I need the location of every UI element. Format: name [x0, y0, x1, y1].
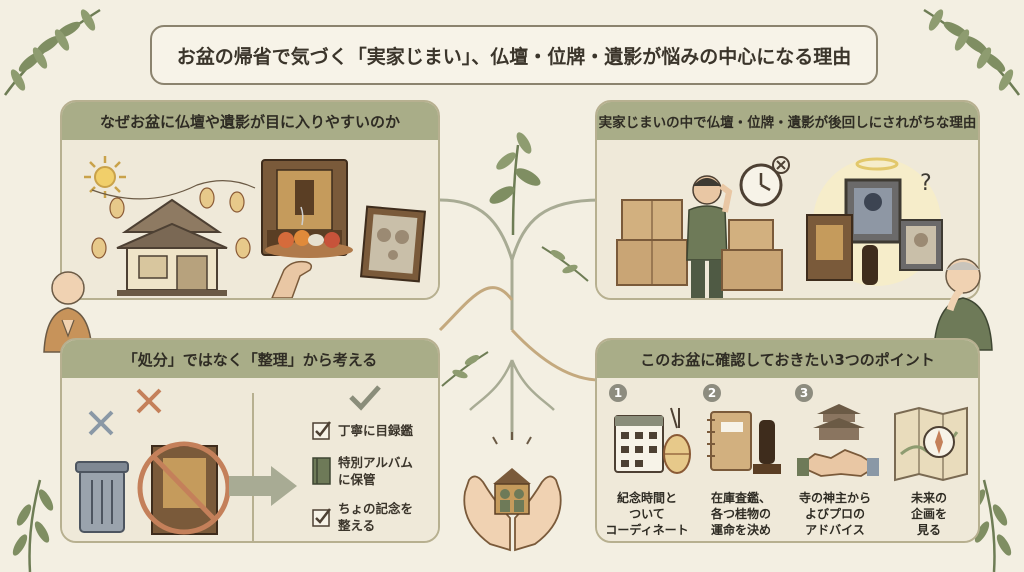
panel-header: このお盆に確認しておきたい3つのポイント	[597, 340, 978, 378]
temple-handshake-icon	[797, 404, 879, 477]
panel-illustration-area: 丁寧に目録鑑 特別アルバム に保管 ちょの記念を 整える	[62, 378, 438, 541]
calendar-lantern-icon	[614, 407, 691, 474]
leaf-branch-top-right-icon	[923, 8, 1021, 96]
checkbox-checked-icon	[312, 508, 331, 527]
point-label-2: 在庫査鑑、 各つ桂物の 運命を決め	[710, 491, 771, 537]
title-banner: お盆の帰省で気づく「実家じまい」、仏壇・位牌・遺影が悩みの中心になる理由	[150, 25, 878, 85]
glowing-altar-and-portraits-icon: ?	[806, 157, 943, 286]
panel-header: 実家じまいの中で仏壇・位牌・遺影が後回しにされがちな理由	[597, 102, 978, 140]
point-label-3: 寺の神主から よびプロの アドバイス	[798, 491, 871, 537]
family-portrait-icon	[360, 205, 426, 283]
panel-heading: 「処分」ではなく「整理」から考える	[122, 350, 378, 369]
clock-with-x-icon	[739, 156, 790, 207]
checkbox-checked-icon	[312, 421, 331, 440]
panel-illustration-area	[62, 140, 438, 298]
leaf-sprig-left-icon	[441, 351, 489, 387]
house-with-lanterns-icon	[91, 180, 256, 296]
panel-illustration-area: 1 2 3	[597, 378, 978, 541]
leaf-branch-bottom-left-icon	[12, 479, 54, 572]
album-book-icon	[312, 457, 331, 485]
checklist-label: 特別アルバム に保管	[338, 455, 413, 487]
panel-heading: このお盆に確認しておきたい3つのポイント	[640, 350, 935, 369]
checklist-label: 丁寧に目録鑑	[338, 422, 414, 438]
panel-header: 「処分」ではなく「整理」から考える	[62, 340, 438, 378]
grandfather-thinking-icon	[933, 258, 993, 351]
panel-organize: 「処分」ではなく「整理」から考える	[60, 338, 440, 543]
page-title: お盆の帰省で気づく「実家じまい」、仏壇・位牌・遺影が悩みの中心になる理由	[176, 45, 852, 68]
cardboard-boxes-icon	[616, 199, 688, 286]
sun-icon	[84, 156, 126, 198]
map-compass-icon	[894, 406, 968, 482]
man-troubled-icon	[686, 175, 733, 298]
praying-hand-icon	[271, 260, 313, 298]
panel-three-points: このお盆に確認しておきたい3つのポイント 1 2	[595, 338, 980, 543]
hands-holding-family-icon	[463, 432, 562, 552]
arrow-right-icon	[229, 466, 297, 506]
checklist-label: ちょの記念を 整える	[338, 501, 414, 533]
panel-header: なぜお盆に仏壇や遺影が目に入りやすいのか	[62, 102, 438, 140]
offering-fruit-icon	[265, 230, 353, 258]
prohibited-altar-icon	[137, 441, 231, 535]
checklist-item-1: 丁寧に目録鑑	[312, 420, 413, 440]
checklist-item-3: ちょの記念を 整える	[312, 500, 413, 534]
panel-illustration-area: ?	[597, 140, 978, 298]
notebook-ihai-icon	[707, 411, 781, 474]
panel-heading: 実家じまいの中で仏壇・位牌・遺影が後回しにされがちな理由	[598, 115, 977, 131]
point-label-4: 未来の 企画を 見る	[910, 491, 947, 537]
leaf-sprig-right-icon	[541, 246, 589, 282]
panel-why-visible: なぜお盆に仏壇や遺影が目に入りやすいのか	[60, 100, 440, 300]
point-number-badge: 3	[795, 384, 813, 402]
panel-heading: なぜお盆に仏壇や遺影が目に入りやすいのか	[99, 112, 400, 131]
svg-text:?: ?	[920, 171, 932, 196]
trash-can-icon	[75, 461, 129, 533]
point-label-1: 紀念時間と ついて コーディネート	[605, 491, 689, 537]
cross-mark-icon	[88, 410, 114, 436]
central-sprout-icon	[489, 132, 541, 236]
check-mark-icon	[349, 385, 381, 411]
point-number-badge: 1	[609, 384, 627, 402]
cardboard-boxes-right-icon	[721, 219, 783, 291]
cross-mark-icon	[136, 388, 162, 414]
leaf-branch-top-left-icon	[3, 8, 101, 96]
divider-line	[252, 393, 254, 541]
panel-why-postponed: 実家じまいの中で仏壇・位牌・遺影が後回しにされがちな理由	[595, 100, 980, 300]
point-number-badge: 2	[703, 384, 721, 402]
checklist-item-2: 特別アルバム に保管	[312, 454, 413, 488]
